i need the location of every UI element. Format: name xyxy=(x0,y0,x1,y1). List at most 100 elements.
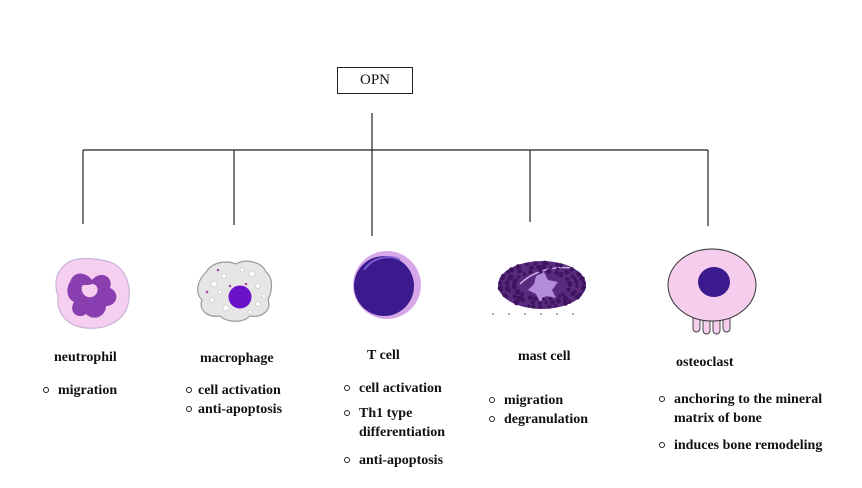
mast-granule xyxy=(513,300,519,305)
opn-label: OPN xyxy=(359,72,390,88)
function-text: anchoring to the mineral matrix of bone xyxy=(674,392,823,426)
mast-granule xyxy=(549,299,555,305)
bullet-icon xyxy=(186,406,192,412)
mast-granule xyxy=(536,264,542,270)
t-cell-body xyxy=(354,256,414,316)
mast-granule xyxy=(538,305,542,309)
function-text: induces bone remodeling xyxy=(674,438,823,453)
mast-granule xyxy=(527,295,533,301)
mast-granule xyxy=(564,269,570,275)
mast-granule xyxy=(531,304,536,309)
mast-granule xyxy=(574,294,581,300)
mast-granule xyxy=(559,263,564,268)
bullet-icon xyxy=(43,387,49,393)
function-text: migration xyxy=(58,383,118,398)
macrophage-vacuoles xyxy=(209,267,267,315)
cell-label-osteoclast: osteoclast xyxy=(676,355,734,370)
function-item: degranulation xyxy=(489,410,588,429)
function-text: cell activation xyxy=(198,383,281,398)
mast-granule xyxy=(581,280,586,285)
mast-granule xyxy=(525,262,529,267)
mast-granule xyxy=(577,272,582,278)
cell-label-t-cell: T cell xyxy=(367,348,400,363)
mast-cell-streak xyxy=(519,266,573,285)
mast-granule xyxy=(575,284,579,288)
mast-granule xyxy=(556,267,560,271)
mast-granule xyxy=(549,266,553,270)
mast-granule xyxy=(497,285,504,292)
function-item: cell activation xyxy=(186,381,282,400)
mast-granule xyxy=(546,268,552,275)
function-list-osteoclast: anchoring to the mineral matrix of bone … xyxy=(659,390,822,455)
mast-granule xyxy=(545,261,549,266)
bullet-icon xyxy=(344,385,350,391)
mast-granule xyxy=(558,294,562,298)
mast-granule xyxy=(547,304,552,309)
bullet-icon xyxy=(489,397,495,403)
mast-granule xyxy=(548,296,553,301)
mast-granule xyxy=(515,264,521,270)
mast-granule xyxy=(573,277,577,281)
mast-granule xyxy=(565,276,570,282)
mast-granule xyxy=(581,287,585,292)
cell-label-mast-cell: mast cell xyxy=(518,349,571,364)
function-item: Th1 type differentiation xyxy=(344,404,445,442)
function-item: anchoring to the mineral matrix of bone xyxy=(659,390,822,428)
bullet-icon xyxy=(186,387,192,393)
mast-granule xyxy=(504,280,510,286)
bullet-icon xyxy=(489,416,495,422)
mast-granule xyxy=(529,265,534,271)
function-item: anti-apoptosis xyxy=(344,451,445,470)
mast-granule xyxy=(553,304,558,308)
function-text: anti-apoptosis xyxy=(359,453,444,468)
mast-granule xyxy=(498,281,503,285)
function-list-mast-cell: migration degranulation xyxy=(489,391,588,429)
mast-granule xyxy=(519,292,525,298)
mast-cell-granules xyxy=(497,260,587,309)
mast-granule xyxy=(542,297,546,301)
mast-granule xyxy=(555,262,559,267)
mast-granule xyxy=(527,304,531,308)
mast-granule xyxy=(530,300,535,305)
mast-granule xyxy=(574,279,579,285)
mast-granule xyxy=(562,300,568,306)
macrophage-illustration xyxy=(197,260,273,322)
mast-granule xyxy=(518,269,523,273)
t-cell-highlight xyxy=(363,256,401,271)
mast-granule xyxy=(512,294,517,299)
mast-granule xyxy=(508,274,514,280)
mast-granule xyxy=(570,274,575,279)
function-item: anti-apoptosis xyxy=(186,400,282,419)
macrophage-nucleus xyxy=(228,285,252,309)
bullet-icon xyxy=(344,457,350,463)
cell-label-neutrophil: neutrophil xyxy=(54,350,117,365)
mast-granule xyxy=(514,289,521,295)
mast-cell-core xyxy=(528,272,558,302)
neutrophil-body xyxy=(55,257,130,329)
mast-granule xyxy=(567,281,573,286)
bullet-icon xyxy=(659,396,665,402)
bullet-icon xyxy=(344,410,350,416)
mast-granule xyxy=(567,299,572,304)
function-item: migration xyxy=(489,391,588,410)
function-item: cell activation xyxy=(344,379,445,398)
mast-granule xyxy=(537,301,542,305)
connector-lines xyxy=(82,113,709,236)
mast-granule xyxy=(562,295,568,302)
mast-granule xyxy=(555,298,562,304)
mast-granule xyxy=(502,292,507,298)
mast-granule xyxy=(566,287,571,292)
mast-granule xyxy=(538,268,543,274)
mast-granule xyxy=(516,295,522,302)
mast-granule xyxy=(517,275,521,279)
mast-granule xyxy=(533,296,538,301)
neutrophil-nucleus xyxy=(67,273,117,318)
function-item: migration xyxy=(43,381,117,400)
mast-granule xyxy=(500,273,506,279)
function-list-neutrophil: migration xyxy=(43,381,117,400)
function-list-macrophage: cell activation anti-apoptosis xyxy=(186,381,282,419)
mast-granule xyxy=(508,267,515,273)
mast-granule xyxy=(579,276,585,282)
